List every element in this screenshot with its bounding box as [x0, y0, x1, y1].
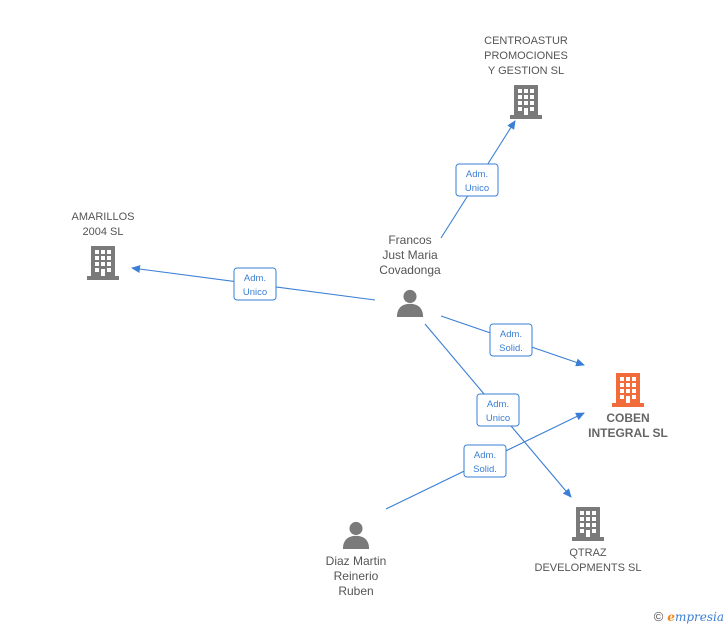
node-label: Francos: [388, 233, 431, 247]
node-label: Reinerio: [334, 569, 379, 583]
edge-francos-to-centroastur: Adm. Unico: [440, 120, 516, 239]
person-icon: [396, 289, 424, 317]
node-label: Ruben: [338, 584, 373, 598]
role-badge-text: Adm.: [244, 273, 266, 284]
node-label: QTRAZ: [569, 547, 607, 559]
building-icon: [572, 507, 604, 541]
node-amarillos[interactable]: AMARILLOS 2004 SL: [72, 211, 135, 280]
building-icon: [612, 373, 644, 407]
role-badge-text: Adm.: [466, 169, 488, 180]
role-badge-text: Adm.: [487, 399, 509, 410]
role-badge-text: Solid.: [473, 464, 497, 475]
copyright-symbol: ©: [653, 609, 664, 624]
node-label: DEVELOPMENTS SL: [535, 562, 642, 574]
role-badge[interactable]: Adm. Unico: [455, 163, 499, 197]
role-badge-box: [489, 323, 533, 357]
role-badge-box: [233, 267, 277, 301]
node-label: COBEN: [606, 411, 649, 425]
role-badge-text: Adm.: [474, 450, 496, 461]
node-label: Covadonga: [379, 263, 441, 277]
node-centroastur[interactable]: CENTROASTUR PROMOCIONES Y GESTION SL: [484, 35, 568, 119]
role-badge-text: Solid.: [499, 343, 523, 354]
node-qtraz[interactable]: QTRAZ DEVELOPMENTS SL: [535, 507, 642, 574]
role-badge-text: Unico: [243, 287, 267, 298]
person-icon: [342, 521, 370, 549]
role-badge-text: Unico: [465, 183, 489, 194]
building-icon: [87, 246, 119, 280]
brand-logo-text: mpresia: [674, 610, 724, 624]
node-label: INTEGRAL SL: [588, 426, 668, 440]
role-badge-text: Adm.: [500, 329, 522, 340]
role-badge[interactable]: Adm. Solid.: [463, 444, 507, 478]
role-badge[interactable]: Adm. Unico: [233, 267, 277, 301]
copyright-footer: ©empresia: [654, 609, 724, 624]
role-badge[interactable]: Adm. Unico: [476, 393, 520, 427]
role-badge-box: [463, 444, 507, 478]
role-badge[interactable]: Adm. Solid.: [489, 323, 533, 357]
building-icon: [510, 85, 542, 119]
node-label: AMARILLOS: [72, 211, 135, 223]
node-label: Just Maria: [382, 248, 438, 262]
node-label: 2004 SL: [83, 226, 124, 238]
edge-francos-to-amarillos: Adm. Unico: [131, 265, 376, 301]
node-label: PROMOCIONES: [484, 50, 568, 62]
role-badge-text: Unico: [486, 413, 510, 424]
role-badge-box: [476, 393, 520, 427]
edge-francos-to-coben: Adm. Solid.: [440, 315, 585, 367]
edge-diaz-to-coben: Adm. Solid.: [385, 412, 585, 510]
node-label: CENTROASTUR: [484, 35, 568, 47]
brand-logo-initial: e: [667, 610, 675, 624]
edge-francos-to-qtraz: Adm. Unico: [424, 323, 572, 498]
node-label: Y GESTION SL: [488, 65, 564, 77]
node-label: Diaz Martin: [326, 554, 387, 568]
role-badge-box: [455, 163, 499, 197]
